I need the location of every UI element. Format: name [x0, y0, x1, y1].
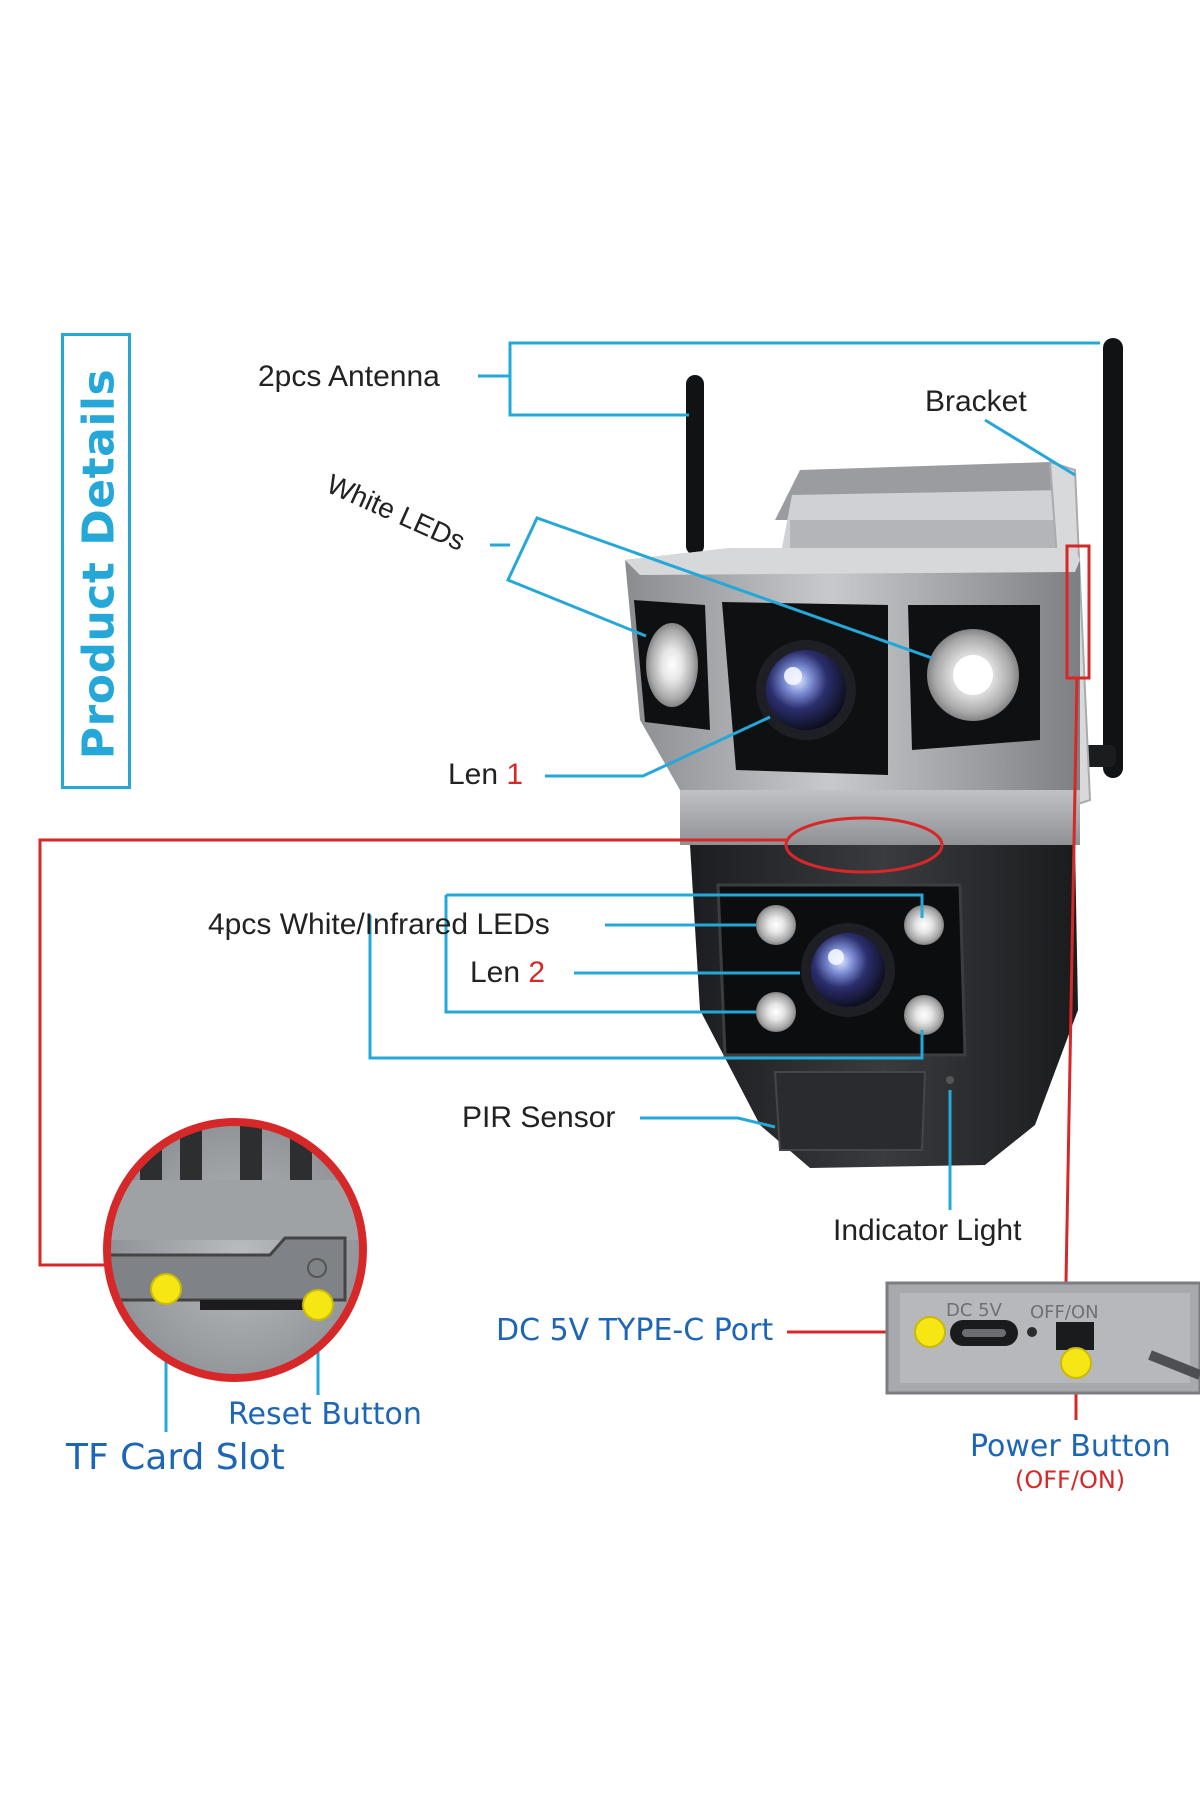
port-panel: DC 5V OFF/ON: [885, 1281, 1200, 1395]
ir-led-2: [904, 905, 944, 945]
label-bracket: Bracket: [925, 385, 1027, 418]
tf-card-slot: [200, 1300, 310, 1310]
blue-callouts: [164, 341, 1100, 1432]
red-callouts: [38, 544, 1091, 1420]
label-len-2-text: Len: [470, 956, 521, 989]
label-len-1-number: 1: [506, 758, 524, 791]
white-led-left: [646, 623, 698, 707]
label-power-sub: (OFF/ON): [1015, 1466, 1126, 1494]
tf-zoom-view: [103, 1118, 367, 1382]
power-marker: [1060, 1347, 1092, 1379]
ir-led-4: [904, 995, 944, 1035]
reset-button: [307, 1258, 327, 1278]
indicator-light: [946, 1076, 954, 1084]
title-box: Product Details: [61, 333, 131, 789]
tf-marker: [150, 1273, 182, 1305]
label-len-1-text: Len: [448, 758, 499, 791]
label-len-2-number: 2: [528, 956, 546, 989]
ir-led-1: [756, 905, 796, 945]
label-reset: Reset Button: [228, 1397, 422, 1432]
label-power: Power Button: [970, 1429, 1171, 1464]
ir-led-3: [756, 992, 796, 1032]
lens-2: [811, 933, 885, 1007]
label-len-1: Len 1: [448, 760, 523, 790]
antenna-right: [1103, 338, 1123, 778]
label-antenna: 2pcs Antenna: [258, 360, 440, 393]
dc-marker: [914, 1316, 946, 1348]
lens-1: [766, 650, 846, 730]
reset-marker: [302, 1289, 334, 1321]
switch-marking: OFF/ON: [1030, 1302, 1099, 1323]
camera: [625, 338, 1123, 1168]
pir-sensor: [773, 1071, 927, 1151]
label-indicator: Indicator Light: [833, 1214, 1022, 1247]
label-ir-leds: 4pcs White/Infrared LEDs: [208, 908, 550, 941]
label-dc-port: DC 5V TYPE-C Port: [496, 1313, 774, 1348]
label-tf-card: TF Card Slot: [66, 1437, 285, 1478]
dc-marking: DC 5V: [946, 1300, 1003, 1321]
label-len-2: Len 2: [470, 958, 545, 988]
page-title: Product Details: [73, 368, 125, 760]
antenna-left: [686, 375, 704, 555]
power-switch: [1056, 1322, 1094, 1350]
label-pir: PIR Sensor: [462, 1101, 616, 1134]
